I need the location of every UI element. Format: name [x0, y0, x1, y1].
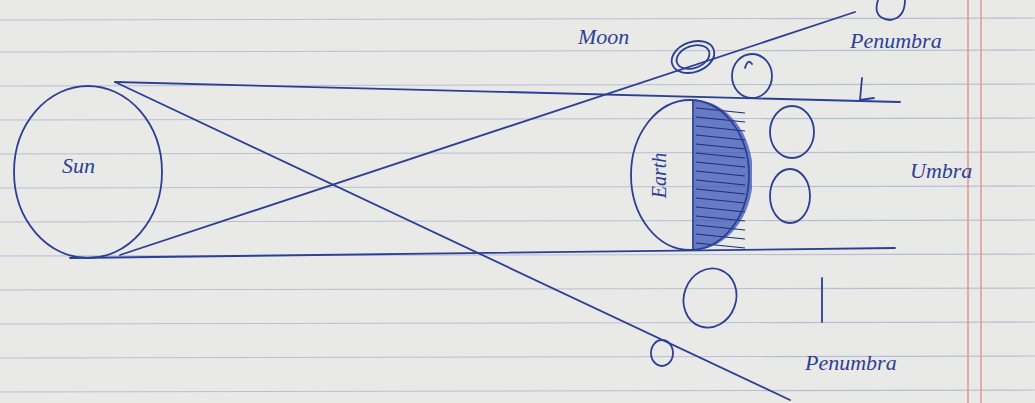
- margin-line: [967, 0, 969, 403]
- moon-shape: [675, 261, 744, 335]
- region-label: Moon: [578, 24, 629, 50]
- region-label: Penumbra: [850, 28, 942, 54]
- moon-shape: [673, 41, 712, 73]
- sun-circle: Sun: [12, 84, 164, 260]
- earth-label: Earth: [648, 153, 671, 199]
- tangent-ray: [115, 82, 900, 102]
- notebook-rules: [0, 18, 1035, 392]
- region-label: Umbra: [910, 158, 972, 184]
- earth-outline: [628, 97, 752, 253]
- margin-line: [980, 0, 982, 403]
- earth-circle: Earth: [628, 97, 752, 253]
- region-label: Penumbra: [805, 350, 897, 376]
- tangent-ray: [70, 248, 895, 258]
- moon-shape: [667, 35, 719, 78]
- crossing-ray: [120, 12, 855, 255]
- moon-shape: [877, 0, 906, 20]
- crossing-ray: [115, 82, 790, 400]
- pointer-mark: [860, 78, 874, 100]
- moon-shape: [770, 106, 814, 158]
- pointer-mark: [745, 62, 752, 68]
- moon-shape: [732, 54, 772, 98]
- sun-label: Sun: [62, 153, 95, 179]
- moon-shape: [770, 169, 810, 223]
- moon-shape: [651, 340, 673, 366]
- pointer-mark: [821, 278, 823, 322]
